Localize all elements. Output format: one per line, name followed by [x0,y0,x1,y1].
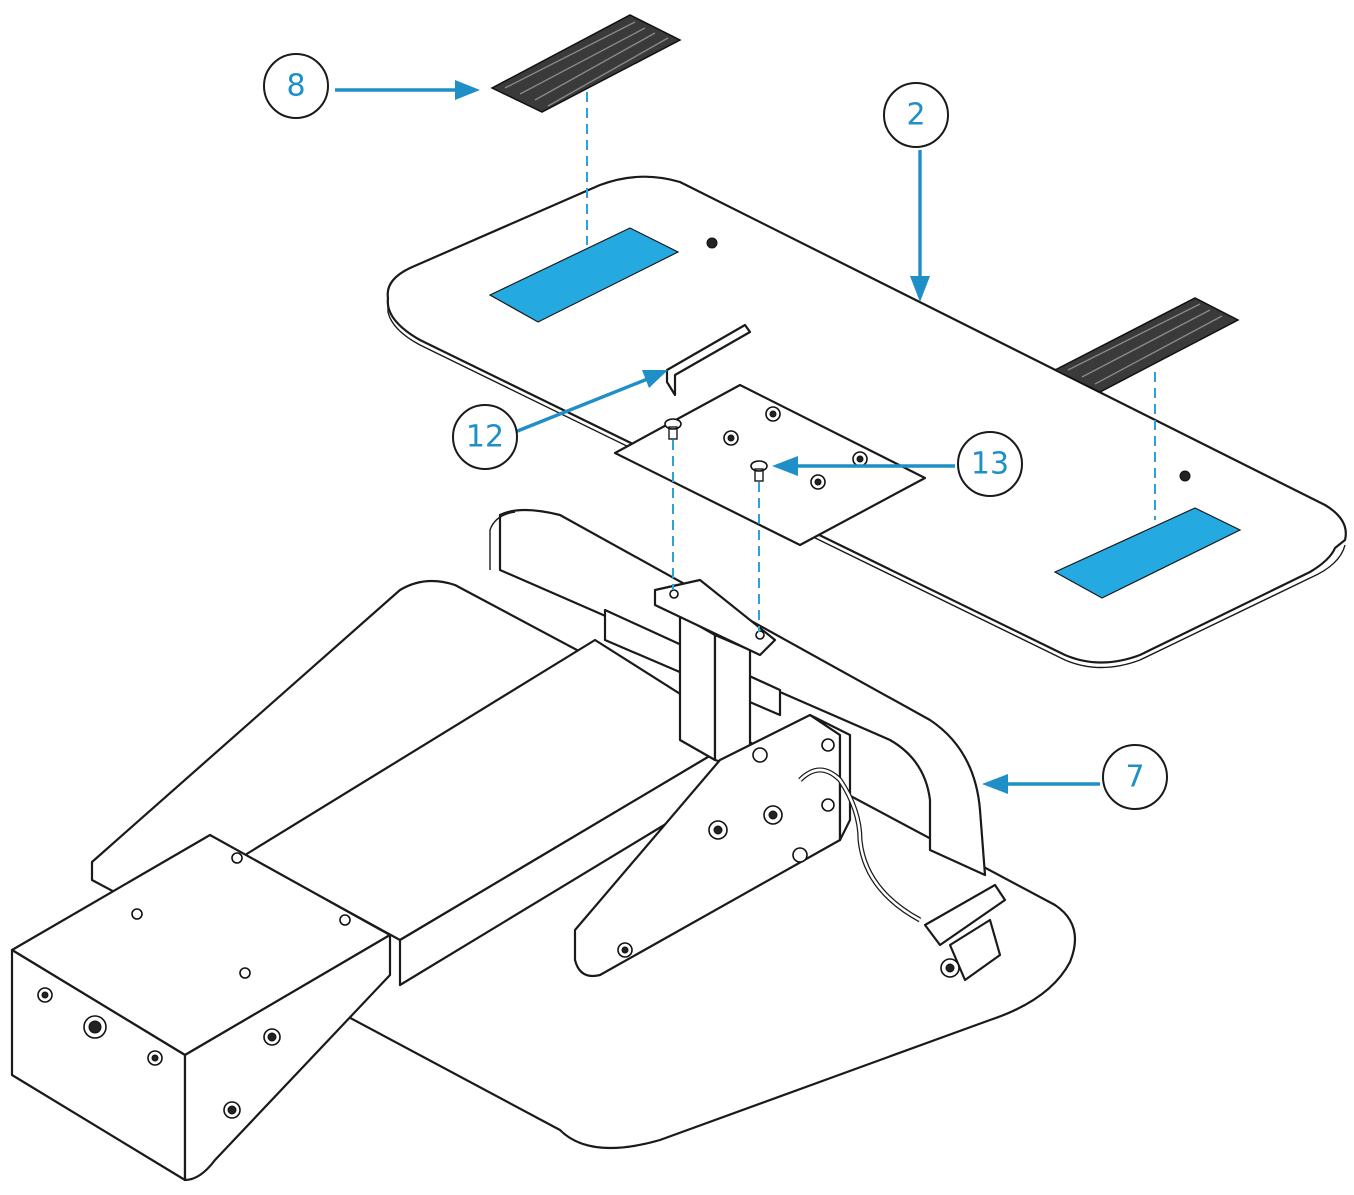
callout-7: 7 [1102,744,1168,810]
cable-and-knob [798,767,1007,982]
callout-13-label: 13 [971,447,1009,482]
callout-13: 13 [957,431,1023,497]
callout-12: 12 [452,404,518,470]
grip-pads [490,14,1240,393]
callout-2: 2 [883,82,949,148]
mounting-plate [613,383,927,547]
front-housing-box [10,833,392,1182]
adhesive-pads [488,227,1242,599]
post-bracket [653,578,777,772]
callout-7-label: 7 [1125,760,1144,795]
callout-8-label: 8 [286,69,305,104]
callout-arrows [335,80,1100,794]
gusset-bracket [573,713,852,978]
callout-2-label: 2 [906,98,925,133]
callout-12-label: 12 [466,420,504,455]
assembly-guide-lines [586,92,1156,632]
screws [664,418,768,482]
upright-side-plate [489,508,987,877]
callout-8: 8 [263,53,329,119]
top-foot-plate [386,175,1347,669]
